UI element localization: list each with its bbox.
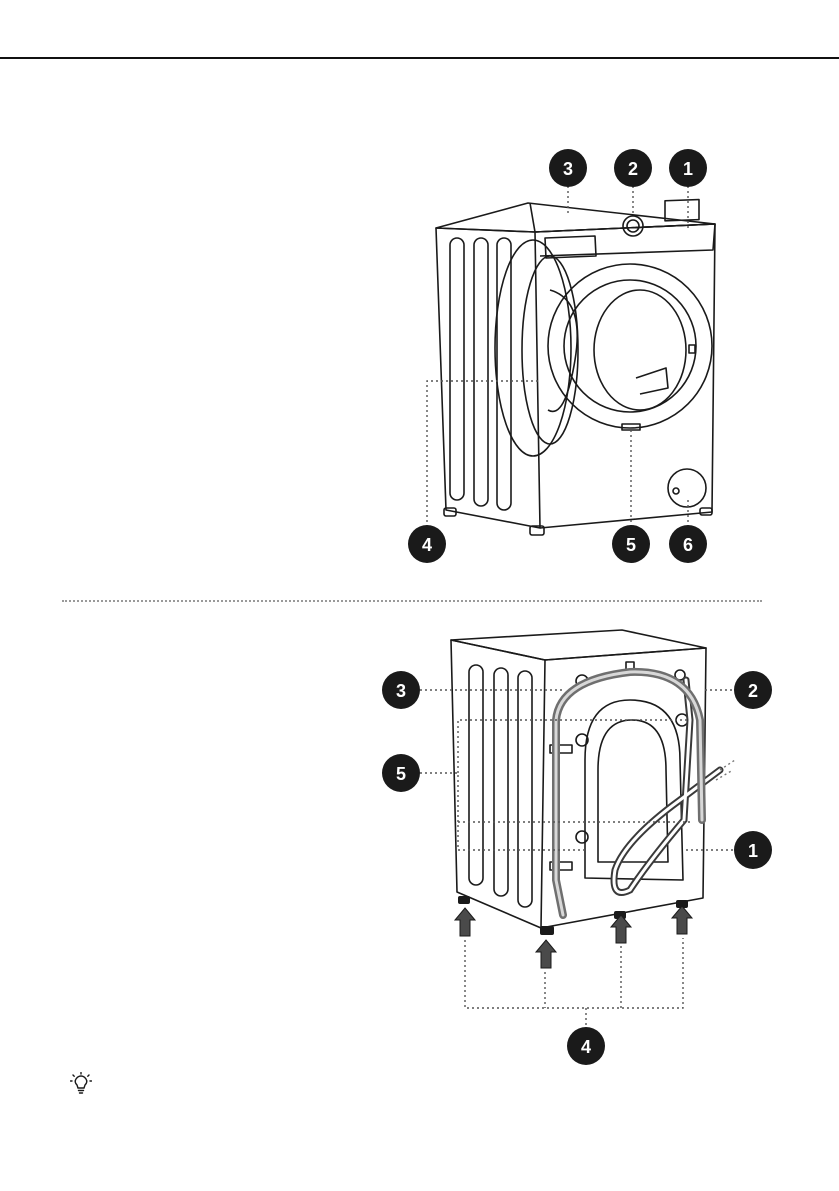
- callout-rear-3: 3: [382, 671, 420, 709]
- foot: [540, 926, 554, 935]
- callout-rear-1: 1: [734, 831, 772, 869]
- transit-bolt: [576, 831, 588, 843]
- callout-number: 1: [748, 841, 758, 861]
- side-groove: [494, 668, 508, 896]
- machine-top-rear: [451, 630, 706, 660]
- side-groove: [518, 671, 532, 907]
- callout-number: 3: [396, 681, 406, 701]
- machine-side-rear: [451, 640, 545, 928]
- callout-rear-4: 4: [567, 1027, 605, 1065]
- foot: [458, 896, 470, 904]
- side-groove: [469, 665, 483, 885]
- arrow-up-icon: [672, 906, 692, 934]
- callout-rear-5: 5: [382, 754, 420, 792]
- arrow-up-icon: [455, 908, 475, 936]
- arrow-up-icon: [536, 940, 556, 968]
- callout-rear-2: 2: [734, 671, 772, 709]
- callout-number: 5: [396, 764, 406, 784]
- arrow-up-icon: [611, 915, 631, 943]
- leader-line-rear-4: [465, 938, 683, 1028]
- callout-number: 4: [581, 1037, 591, 1057]
- callout-number: 2: [748, 681, 758, 701]
- lightbulb-icon: [70, 1072, 92, 1096]
